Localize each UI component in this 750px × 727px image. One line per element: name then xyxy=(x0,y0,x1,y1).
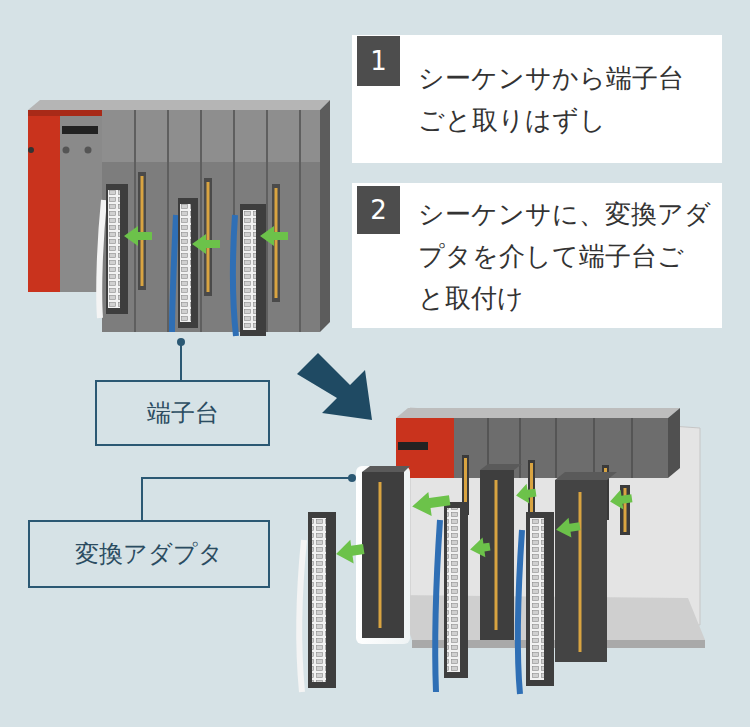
illus-circle xyxy=(63,147,70,154)
node-text: 変換アダプタ xyxy=(75,538,223,570)
illus-path xyxy=(233,215,236,336)
plc-top xyxy=(28,100,330,332)
illus-path xyxy=(172,215,176,332)
illus-polygon xyxy=(555,516,582,539)
illus-rect xyxy=(28,110,60,292)
illus-rect xyxy=(243,210,256,330)
illus-polygon xyxy=(124,226,152,246)
illus-rect xyxy=(240,204,266,336)
illus-line xyxy=(631,418,633,478)
illus-polygon xyxy=(396,408,680,418)
illus-rect xyxy=(447,508,460,672)
illus-path xyxy=(435,520,440,692)
illus-rect xyxy=(138,172,146,290)
illus-polygon xyxy=(334,538,365,566)
illus-polygon xyxy=(192,234,220,254)
step-number: 2 xyxy=(357,186,400,234)
illus-rect xyxy=(356,466,410,644)
illus-rect xyxy=(28,110,102,116)
illus-rect xyxy=(106,184,128,314)
illus-line xyxy=(266,110,268,332)
step-box: シーケンサに、変換アダ プタを介して端子台ご と取付け 2 xyxy=(352,183,722,328)
illus-rect xyxy=(62,126,98,134)
illus-polygon xyxy=(469,537,492,560)
illus-polygon xyxy=(555,472,617,480)
terminal-blocks-top xyxy=(99,184,266,336)
illus-line xyxy=(275,188,278,298)
illus-rect xyxy=(108,190,120,308)
illus-polygon xyxy=(609,488,634,511)
illus-path xyxy=(518,530,522,694)
node-text: 端子台 xyxy=(147,397,219,429)
illus-line xyxy=(379,482,382,628)
illus-polygon xyxy=(28,100,330,110)
illus-line xyxy=(134,110,136,332)
illus-rect xyxy=(526,512,554,686)
remove-arrows xyxy=(124,226,288,254)
illus-rect xyxy=(555,480,607,662)
node-text: シーケンサに、変換アダ プタを介して端子台ご と取付け xyxy=(418,193,714,319)
illus-rect xyxy=(480,470,514,640)
illus-line xyxy=(579,492,582,652)
illus-line xyxy=(141,176,144,286)
illus-circle xyxy=(85,147,92,154)
illus-line xyxy=(200,110,202,332)
illus-rect xyxy=(180,204,191,322)
illus-polygon xyxy=(515,483,538,506)
illus-polygon xyxy=(668,408,680,478)
step-number-text: 1 xyxy=(370,48,387,74)
illus-rect xyxy=(398,442,428,450)
label-box: 端子台 xyxy=(95,380,270,446)
illus-rect xyxy=(102,110,320,332)
illus-rect xyxy=(362,472,404,638)
illus-rect xyxy=(530,518,544,680)
illus-line xyxy=(180,344,182,380)
illus-line xyxy=(299,110,301,332)
illus-line xyxy=(555,418,557,478)
illus-line xyxy=(624,488,627,532)
illus-circle xyxy=(28,147,34,153)
illus-line xyxy=(207,182,210,292)
illus-path xyxy=(99,200,104,318)
step-number-text: 2 xyxy=(370,197,387,223)
leader-dot xyxy=(348,474,356,482)
adapters xyxy=(356,464,617,662)
illus-rect xyxy=(60,110,102,292)
node-text: シーケンサから端子台 ごと取りはずし xyxy=(418,57,714,141)
illus-rect xyxy=(312,518,326,682)
illus-rect xyxy=(308,512,336,688)
illus-polygon xyxy=(362,466,410,472)
attach-arrows xyxy=(334,483,633,566)
illus-line xyxy=(495,480,498,630)
leader-dot xyxy=(177,338,185,346)
illus-line xyxy=(167,110,169,332)
step-number: 1 xyxy=(357,36,400,86)
illus-polygon xyxy=(411,489,452,518)
label-box: 変換アダプタ xyxy=(28,520,270,588)
step-box: シーケンサから端子台 ごと取りはずし 1 xyxy=(352,35,722,163)
illus-polygon xyxy=(260,226,288,246)
flow-arrow xyxy=(297,353,372,420)
illus-rect xyxy=(444,502,468,678)
illus-path xyxy=(299,540,304,692)
illus-polygon xyxy=(480,464,522,470)
illus-line xyxy=(519,418,521,478)
illus-line xyxy=(593,418,595,478)
illus-rect xyxy=(620,485,630,535)
illus-rect xyxy=(178,198,198,328)
illus-polygon xyxy=(320,100,330,332)
terminal-blocks-bottom xyxy=(299,502,554,694)
